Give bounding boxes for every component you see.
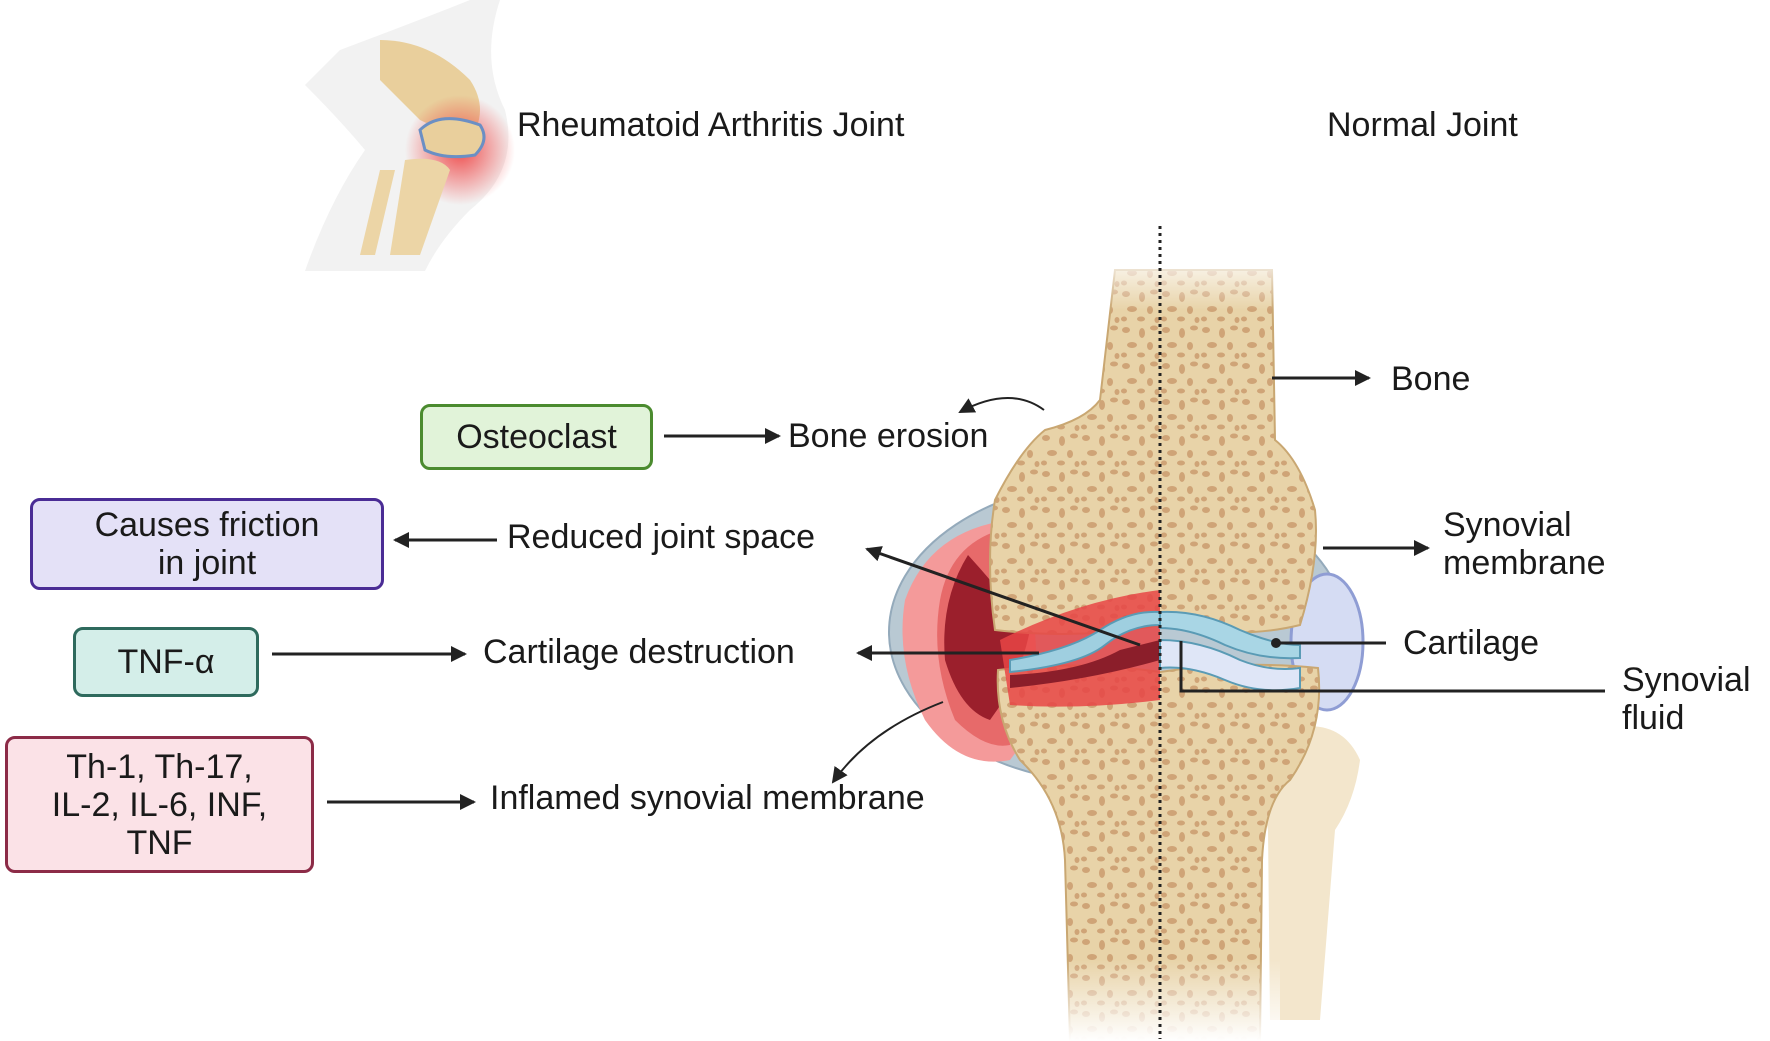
- synovial-membrane-label-1: Synovial: [1443, 506, 1572, 544]
- fibula-bone: [1264, 726, 1360, 1020]
- inflamed-synovial-membrane-label: Inflamed synovial membrane: [490, 779, 925, 817]
- cytokines-box: Th-1, Th-17, IL-2, IL-6, INF, TNF: [5, 736, 314, 873]
- cytokines-line-3: TNF: [126, 823, 193, 862]
- friction-line-1: Causes friction: [94, 506, 320, 544]
- cartilage: [1159, 610, 1301, 660]
- tnf-alpha-box: TNF-α: [73, 627, 259, 697]
- cartilage-destruction-label: Cartilage destruction: [483, 633, 795, 671]
- cytokines-line-1: Th-1, Th-17,: [66, 747, 253, 786]
- synovial-membrane-label-2: membrane: [1443, 544, 1606, 582]
- synovial-fluid-label-1: Synovial: [1622, 661, 1751, 699]
- osteoclast-box: Osteoclast: [420, 404, 653, 470]
- synovial-fluid-label-2: fluid: [1622, 699, 1685, 737]
- ra-joint-title: Rheumatoid Arthritis Joint: [517, 106, 905, 144]
- friction-line-2: in joint: [157, 544, 257, 582]
- tnf-alpha-label: TNF-α: [117, 643, 215, 681]
- cytokines-line-2: IL-2, IL-6, INF,: [51, 785, 268, 824]
- femur-bone: [989, 269, 1317, 635]
- reduced-joint-space-label: Reduced joint space: [507, 518, 816, 556]
- cartilage-label: Cartilage: [1403, 624, 1540, 662]
- annotation-arrows: [272, 370, 1605, 810]
- osteoclast-label: Osteoclast: [456, 418, 617, 456]
- friction-box: Causes friction in joint: [30, 498, 384, 590]
- knee-thumbnail-icon: [305, 0, 515, 271]
- bone-label: Bone: [1391, 360, 1471, 398]
- bone-erosion-label: Bone erosion: [788, 417, 989, 455]
- normal-joint-title: Normal Joint: [1327, 106, 1518, 144]
